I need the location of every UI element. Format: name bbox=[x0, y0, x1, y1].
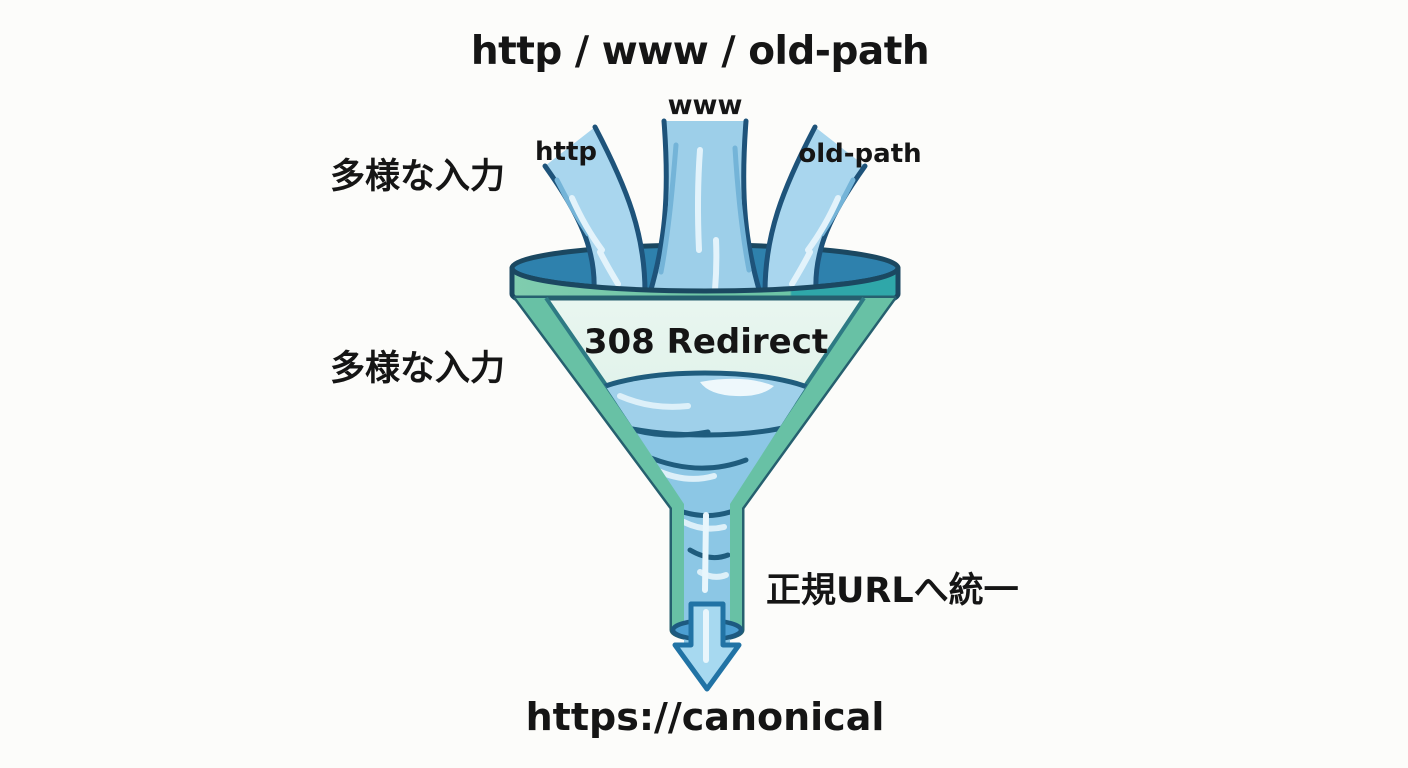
stream-body bbox=[765, 127, 865, 292]
stream-edge bbox=[647, 118, 669, 296]
annotation-diverse-inputs-middle: 多様な入力 bbox=[330, 349, 506, 389]
input-label-www: www bbox=[667, 90, 743, 121]
stream-edge bbox=[741, 118, 763, 296]
funnel-spout bbox=[670, 601, 744, 692]
annotation-canonical-unify: 正規URLへ統一 bbox=[766, 571, 1019, 611]
cone-wall-left bbox=[516, 298, 688, 628]
stream-shade-stroke bbox=[658, 142, 679, 275]
highlight-stroke bbox=[597, 249, 621, 287]
swirl-stroke bbox=[643, 453, 749, 471]
diagram-title: http / www / old-path bbox=[470, 29, 930, 74]
stream-edge bbox=[762, 124, 818, 295]
process-label: 308 Redirect bbox=[583, 322, 829, 362]
highlight-stroke bbox=[789, 249, 813, 287]
output-url-label: https://canonical bbox=[525, 695, 885, 739]
highlight-stroke bbox=[805, 195, 841, 253]
water-stream-old-path bbox=[762, 124, 868, 295]
water-stream-http bbox=[542, 124, 648, 295]
highlight-stroke bbox=[617, 393, 691, 410]
highlight-stroke bbox=[569, 195, 605, 253]
annotation-diverse-inputs-top: 多様な入力 bbox=[330, 157, 506, 197]
cone-wall-right bbox=[726, 298, 894, 628]
stream-body bbox=[545, 127, 645, 292]
stream-body bbox=[650, 121, 760, 293]
surface-foam bbox=[700, 378, 774, 397]
swirl-stroke bbox=[687, 547, 731, 561]
stream-edge bbox=[592, 124, 648, 295]
water-stream-www bbox=[647, 118, 763, 296]
highlight-stroke bbox=[702, 512, 709, 593]
input-label-old-path: old-path bbox=[798, 139, 922, 169]
input-label-http: http bbox=[535, 137, 597, 167]
highlight-stroke bbox=[712, 237, 720, 293]
stream-shade-stroke bbox=[732, 145, 752, 273]
highlight-stroke bbox=[695, 147, 703, 253]
